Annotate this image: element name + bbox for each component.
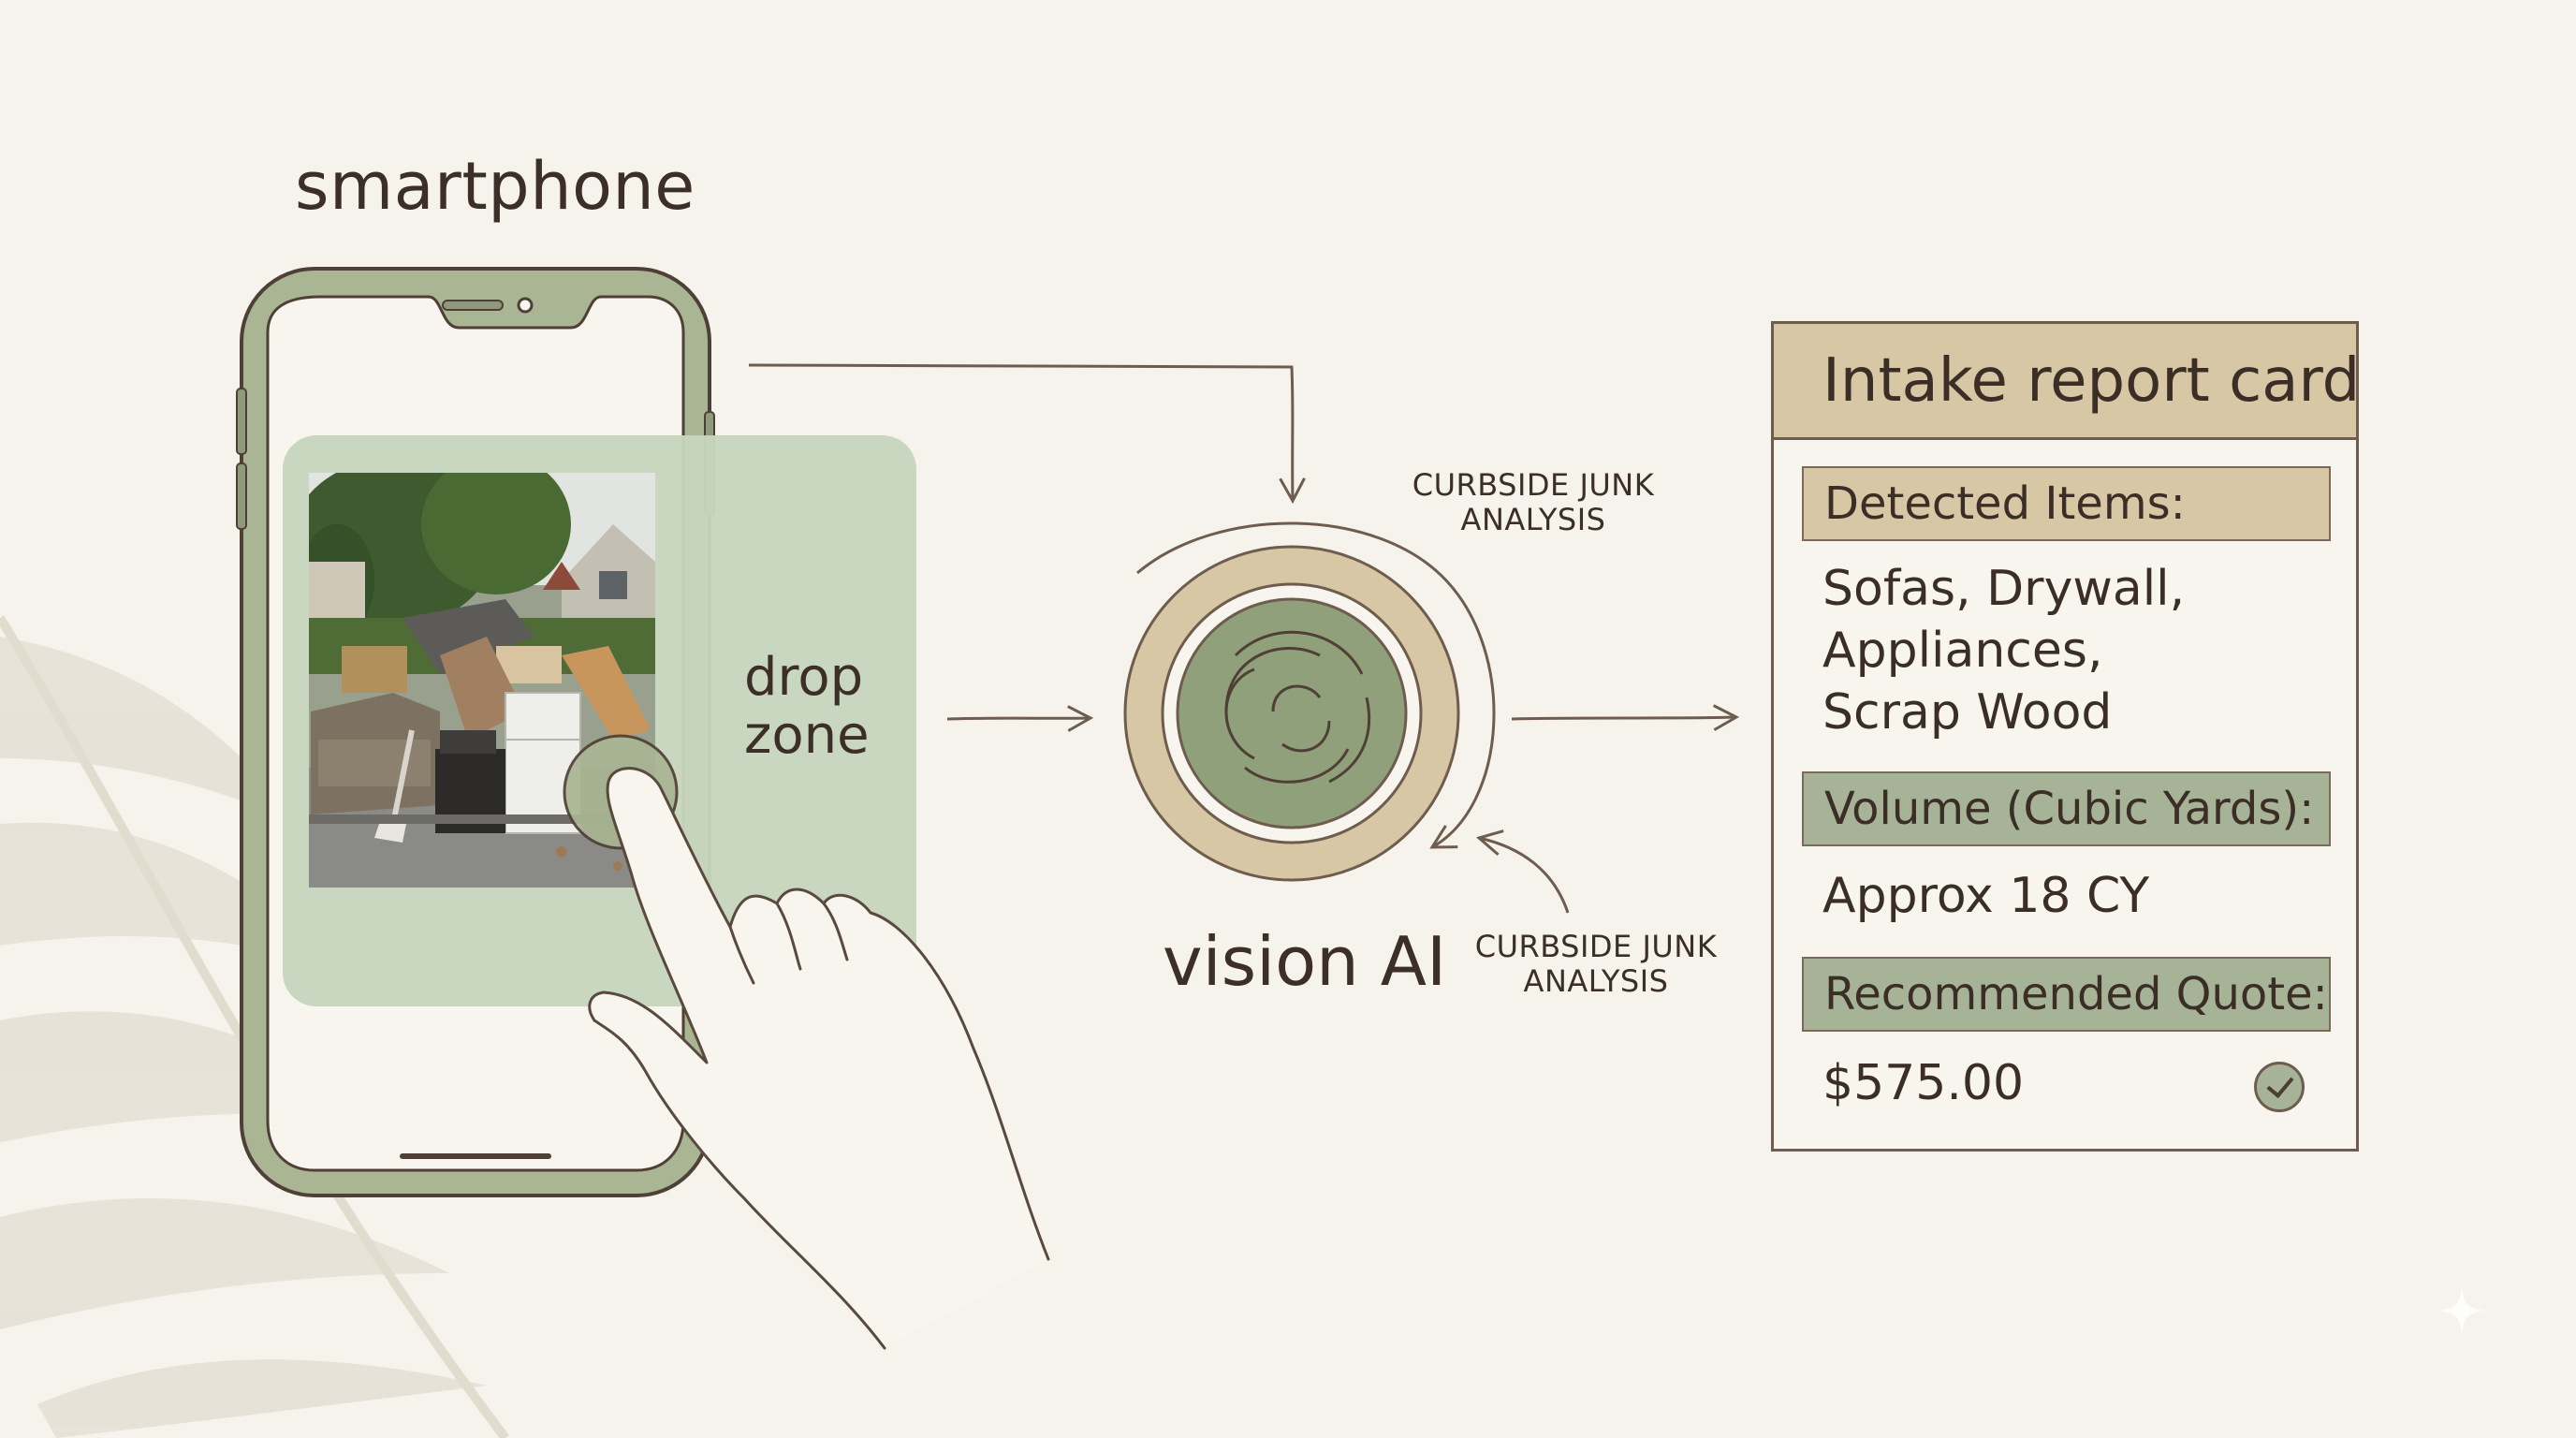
quote-label: Recommended Quote: [1824,968,2328,1020]
intake-report-card: Intake report card Detected Items: Sofas… [1771,321,2360,1152]
smartphone-label: smartphone [295,148,695,225]
vision-ai-label: vision AI [1163,922,1447,1001]
arrow-caption-pointer [1475,829,1570,914]
report-card-header: Intake report card [1774,324,2360,440]
check-circle-icon [2254,1062,2305,1112]
sparkle-icon [2438,1287,2485,1334]
quote-value: $575.00 [1822,1055,2025,1111]
caption-bottom: CURBSIDE JUNK ANALYSIS [1474,929,1718,999]
vision-ai-core-icon [1123,521,1496,882]
drop-zone-label: drop zone [744,647,870,766]
detected-items-value: Sofas, Drywall, Appliances, Scrap Wood [1822,561,2186,741]
quote-label-bar: Recommended Quote: [1802,957,2331,1032]
volume-label: Volume (Cubic Yards): [1824,783,2315,835]
arrow-ai-to-report [1511,704,1740,731]
arrow-dropzone-to-ai [946,705,1094,732]
caption-top: CURBSIDE JUNK ANALYSIS [1412,467,1655,537]
detected-items-label: Detected Items: [1824,477,2186,530]
report-card-title: Intake report card [1822,346,2361,416]
arrow-phone-to-ai-top [748,363,1306,505]
hand-icon [588,767,1050,1350]
volume-label-bar: Volume (Cubic Yards): [1802,771,2331,846]
volume-value: Approx 18 CY [1822,868,2150,924]
detected-items-label-bar: Detected Items: [1802,466,2331,541]
